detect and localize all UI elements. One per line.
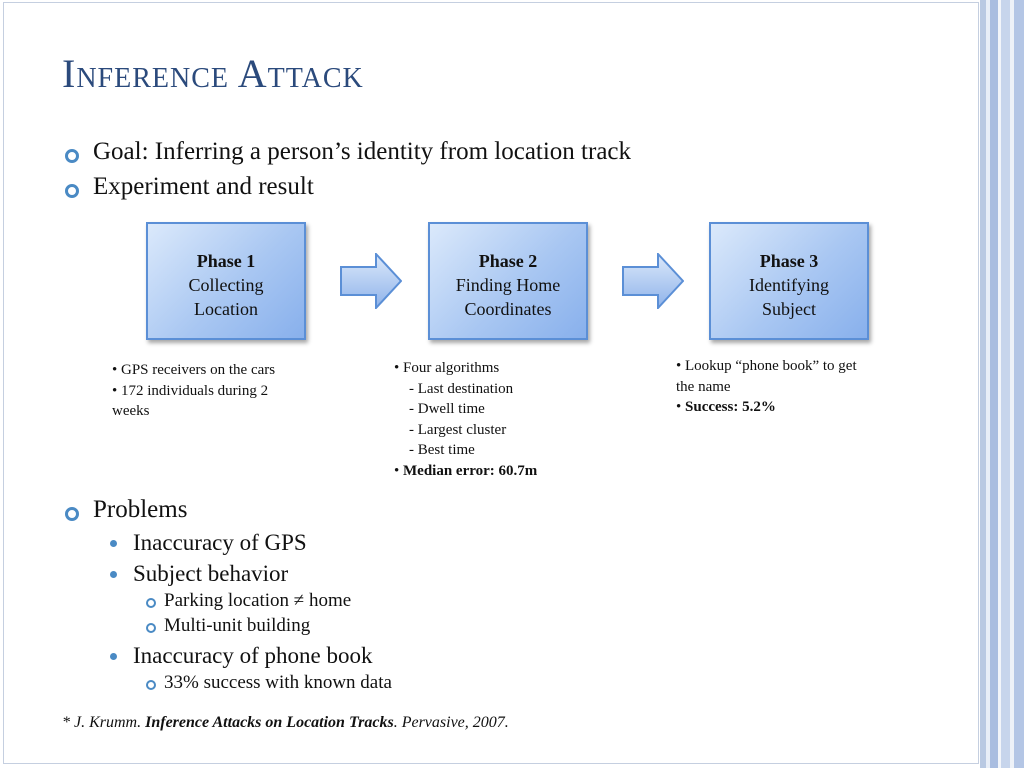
citation: * J. Krumm. Inference Attacks on Locatio…: [62, 714, 509, 732]
bullet-problems: Problems: [93, 496, 188, 523]
phase2-notes: • Four algorithms - Last destination - D…: [394, 358, 537, 481]
problem-item: Inaccuracy of phone book: [133, 643, 373, 668]
note-line: • Four algorithms: [394, 360, 500, 376]
citation-title: Inference Attacks on Location Tracks: [145, 714, 394, 731]
problem-item: Subject behavior: [133, 561, 289, 586]
phase1-notes: • GPS receivers on the cars • 172 indivi…: [112, 360, 275, 422]
slide-frame: [3, 2, 979, 764]
note-bullet: •: [394, 462, 404, 479]
bullet-small-circle-icon: [146, 623, 156, 633]
success-rate: Success: 5.2%: [685, 399, 776, 415]
phase-line: Finding Home: [455, 275, 561, 295]
note-line: the name: [676, 378, 731, 395]
note-line: • Lookup “phone book” to get: [676, 358, 857, 374]
bullet-experiment: Experiment and result: [93, 173, 314, 200]
note-line-bold: • Success: 5.2%: [676, 397, 857, 418]
phase-line: Coordinates: [464, 299, 552, 319]
phase-box-3: Phase 3 Identifying Subject: [709, 222, 869, 340]
note-line-bold: • Median error: 60.7m: [394, 461, 537, 482]
note-line: • 172 individuals during 2: [112, 382, 269, 399]
bullet-dot-icon: [110, 540, 117, 547]
bullet-small-circle-icon: [146, 598, 156, 608]
phase-line: Identifying: [749, 275, 829, 295]
right-arrow-icon: [340, 253, 402, 309]
bullet-dot-icon: [110, 571, 117, 578]
median-error: Median error: 60.7m: [403, 462, 538, 479]
page-title: Inference Attack: [62, 51, 364, 96]
bullet-dot-icon: [110, 653, 117, 660]
bullet-circle-icon: [65, 184, 79, 198]
phase-heading: Phase 3: [759, 251, 819, 271]
phase-heading: Phase 1: [196, 251, 256, 271]
note-line: - Last destination: [409, 380, 514, 397]
note-line: - Dwell time: [409, 401, 485, 417]
bullet-circle-icon: [65, 149, 79, 163]
problem-subitem: 33% success with known data: [164, 672, 392, 693]
right-arrow-icon: [622, 253, 684, 309]
phase3-notes: • Lookup “phone book” to get the name • …: [676, 356, 857, 418]
bullet-small-circle-icon: [146, 680, 156, 690]
phase-line: Collecting: [188, 275, 264, 295]
problem-subitem: Parking location ≠ home: [164, 590, 352, 611]
problem-subitem: Multi-unit building: [164, 615, 311, 636]
bullet-goal: Goal: Inferring a person’s identity from…: [93, 138, 632, 165]
bullet-circle-icon: [65, 507, 79, 521]
phase-box-1: Phase 1 Collecting Location: [146, 222, 306, 340]
note-line: - Best time: [409, 442, 475, 458]
citation-suffix: . Pervasive, 2007.: [393, 714, 509, 731]
decorative-stripes: [980, 0, 1024, 768]
note-bullet: •: [676, 399, 686, 415]
phase-line: Location: [194, 299, 258, 319]
note-line: weeks: [112, 403, 150, 419]
phase-heading: Phase 2: [478, 251, 538, 271]
note-line: - Largest cluster: [409, 421, 507, 438]
problem-item: Inaccuracy of GPS: [133, 530, 307, 555]
citation-prefix: * J. Krumm.: [62, 714, 146, 731]
note-line: • GPS receivers on the cars: [112, 362, 276, 378]
phase-box-2: Phase 2 Finding Home Coordinates: [428, 222, 588, 340]
phase-line: Subject: [762, 299, 816, 319]
